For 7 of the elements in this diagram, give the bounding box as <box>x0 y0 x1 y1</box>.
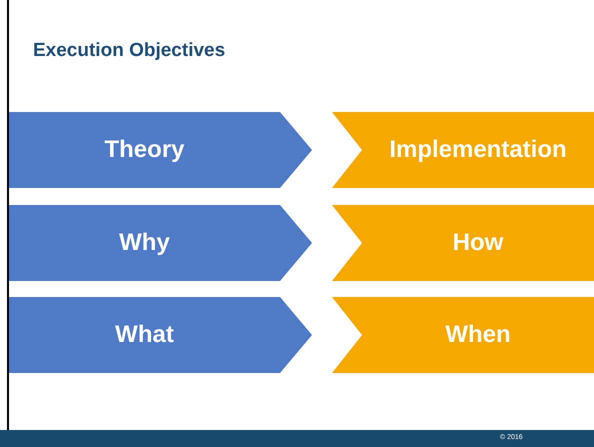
node-label: Why <box>119 229 170 257</box>
title: Execution Objectives <box>33 40 226 62</box>
node-label: Implementation <box>389 136 567 164</box>
node-label: How <box>452 229 504 257</box>
node-label: What <box>115 321 174 349</box>
node-label: Theory <box>104 136 184 164</box>
node-label: When <box>445 321 511 349</box>
